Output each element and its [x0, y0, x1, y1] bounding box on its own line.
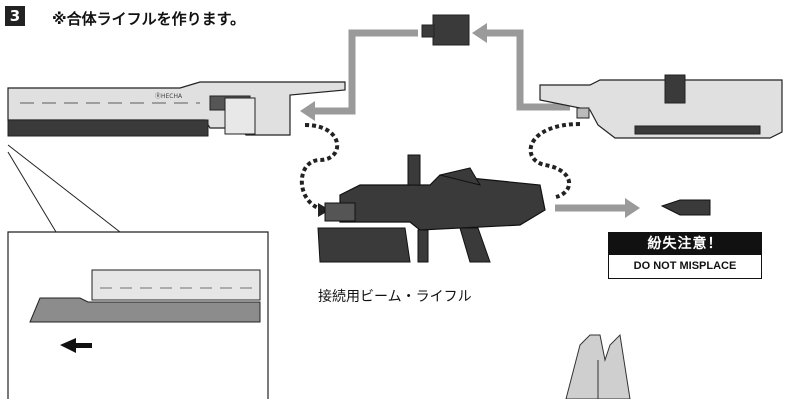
- beam-rifle-part: [317, 154, 546, 263]
- slide-left-arrow-icon: [60, 338, 92, 353]
- do-not-misplace-warning: 紛失注意！ DO NOT MISPLACE: [608, 232, 762, 279]
- dotted-arrows: [299, 122, 581, 212]
- zoom-detail-box: [7, 231, 269, 399]
- muzzle-part: [660, 199, 711, 216]
- nippers-tool: [565, 333, 631, 399]
- assembly-arrows: [310, 29, 628, 212]
- step-number-badge: 3: [5, 6, 25, 26]
- rifle-part-label: 接続用ビーム・ライフル: [318, 289, 472, 305]
- right-rifle-part: [539, 74, 783, 139]
- step-title: ※合体ライフルを作ります。: [52, 10, 246, 28]
- warning-japanese: 紛失注意！: [609, 233, 761, 255]
- warning-english: DO NOT MISPLACE: [633, 260, 737, 272]
- top-connector-part: [421, 14, 470, 46]
- left-part-marking: ⓇHECHA: [155, 92, 183, 100]
- left-rifle-part: ⓇHECHA: [7, 81, 346, 137]
